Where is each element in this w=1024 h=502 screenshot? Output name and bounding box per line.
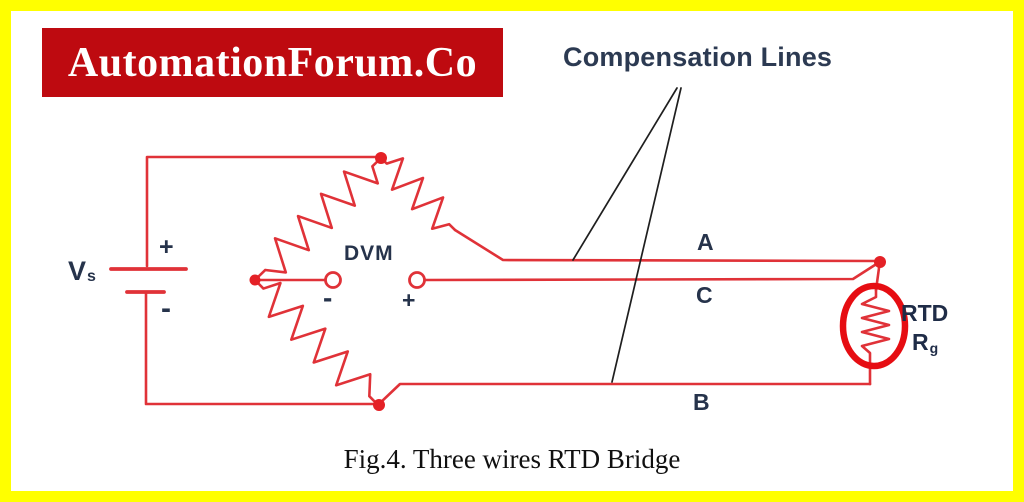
dvm-plus-label: + (402, 287, 416, 313)
figure-caption: Fig.4. Three wires RTD Bridge (343, 444, 681, 474)
battery-plus-label: + (159, 233, 174, 261)
dvm-minus-label: - (323, 282, 333, 313)
compensation-pointer-line-b (611, 87, 682, 383)
compensation-lines-label: Compensation Lines (563, 42, 833, 72)
node-top (375, 152, 387, 164)
bridge-resistor-top-right (379, 156, 457, 232)
bridge-resistor-bottom-left (253, 278, 381, 408)
supply-voltage-symbol: V (68, 256, 87, 286)
rtd-label: RTD (901, 300, 949, 326)
wire-c (422, 261, 880, 282)
supply-voltage-subscript: s (87, 268, 96, 285)
node-rtd-top (874, 256, 886, 268)
rtd-resistance-subscript: g (929, 340, 939, 356)
wire-b (377, 382, 872, 406)
rtd-resistor-element (860, 288, 891, 386)
node-left (249, 274, 261, 286)
dvm-positive-terminal (408, 271, 426, 289)
wire-c-label: C (696, 282, 713, 308)
battery-minus-label: - (161, 292, 171, 325)
brand-banner-text: AutomationForum.Co (67, 39, 478, 86)
compensation-pointer-line-a (572, 87, 678, 261)
node-bottom (373, 399, 385, 411)
dvm-label: DVM (344, 242, 394, 265)
dvm-negative-terminal (324, 271, 342, 289)
rtd-ring (839, 282, 909, 370)
wire-bottom-rail (144, 291, 380, 406)
wire-a-label: A (697, 229, 714, 255)
wire-a (453, 228, 880, 263)
wire-b-label: B (693, 389, 710, 415)
wire-top-rail (145, 155, 383, 268)
brand-banner: AutomationForum.Co (42, 28, 503, 97)
rtd-resistance-symbol: R (912, 329, 929, 355)
bridge-resistor-top-left (253, 156, 383, 282)
